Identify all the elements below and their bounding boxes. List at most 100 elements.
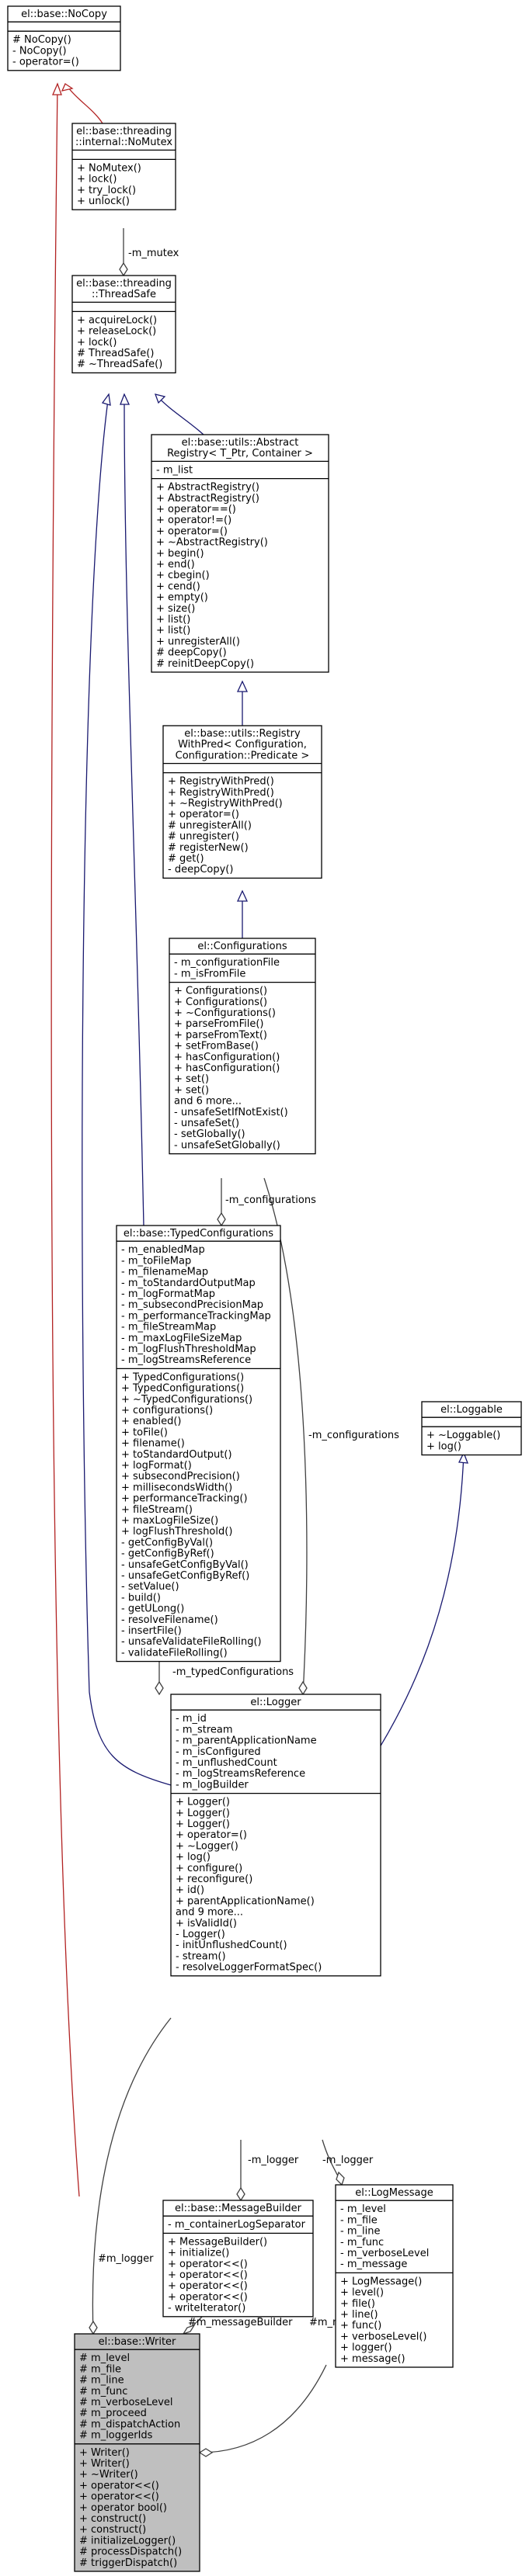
class-method: + empty() xyxy=(156,592,208,604)
class-attribute: # m_file xyxy=(79,2363,121,2375)
class-method: + operator<<() xyxy=(79,2491,159,2503)
class-method: - unsafeGetConfigByRef() xyxy=(121,1570,249,1582)
class-attribute: - m_list xyxy=(156,464,193,476)
class-method: + subsecondPrecision() xyxy=(121,1471,240,1482)
class-attribute: - m_toStandardOutputMap xyxy=(121,1278,256,1289)
class-box-threadsafe[interactable]: el::base::threading::ThreadSafe+ acquire… xyxy=(71,275,176,374)
class-method: # reinitDeepCopy() xyxy=(156,658,254,670)
class-method: + log() xyxy=(426,1441,461,1452)
class-method: + ~Loggable() xyxy=(426,1430,500,1441)
usage-diamond-logger-messagebuilder xyxy=(236,2186,245,2202)
class-attribute: # m_verboseLevel xyxy=(79,2397,173,2408)
class-method: + enabled() xyxy=(121,1416,182,1427)
class-box-loggable[interactable]: el::Loggable+ ~Loggable()+ log() xyxy=(421,1401,522,1456)
class-title: Registry< T_Ptr, Container > xyxy=(167,448,313,459)
class-method: + try_lock() xyxy=(77,185,136,196)
class-method: - getULong() xyxy=(121,1603,184,1615)
class-method: + hasConfiguration() xyxy=(174,1063,280,1074)
class-method: + Configurations() xyxy=(174,997,267,1008)
class-attribute: - m_parentApplicationName xyxy=(176,1735,317,1747)
inheritance-edge-threadsafe-logger xyxy=(82,394,172,1786)
class-method: + operator=() xyxy=(168,809,239,820)
inheritance-edge-threadsafe-typedconfigurations xyxy=(124,394,144,1227)
class-method: + logFormat() xyxy=(121,1460,192,1472)
inheritance-arrowhead-threadsafe-typedconfigurations xyxy=(120,393,131,405)
class-attribute: - m_isConfigured xyxy=(176,1746,261,1758)
class-method: + ~TypedConfigurations() xyxy=(121,1394,252,1406)
inheritance-edge-nocopy-nomutex xyxy=(64,83,103,124)
class-box-nocopy[interactable]: el::base::NoCopy# NoCopy()- NoCopy()- op… xyxy=(7,5,121,71)
edge-label-m-logger-messagebuilder: -m_logger xyxy=(248,2155,299,2166)
edge-label-m-mutex: -m_mutex xyxy=(128,248,179,259)
class-box-messagebuilder[interactable]: el::base::MessageBuilder- m_containerLog… xyxy=(162,2200,314,2318)
class-method: + RegistryWithPred() xyxy=(168,787,274,799)
edge-label-m-configurations-typed: -m_configurations xyxy=(225,1194,316,1206)
class-method: + logger() xyxy=(340,2342,392,2354)
usage-diamond-logmessage-writer xyxy=(198,2448,214,2457)
inheritance-arrowhead-threadsafe-abstractregistry xyxy=(154,394,166,404)
class-title: ::ThreadSafe xyxy=(92,289,156,300)
inheritance-arrowhead-loggable xyxy=(458,1451,468,1464)
class-box-frame xyxy=(71,123,176,210)
class-box-configurations[interactable]: el::Configurations- m_configurationFile-… xyxy=(169,938,316,1155)
class-box-typedconfigurations[interactable]: el::base::TypedConfigurations- m_enabled… xyxy=(116,1225,281,1662)
class-method: - operator=() xyxy=(12,57,79,68)
class-box-frame xyxy=(170,1694,381,1977)
class-method: + Logger() xyxy=(176,1797,230,1808)
class-title: el::base::threading xyxy=(76,126,172,137)
class-attribute: - m_id xyxy=(176,1713,207,1725)
class-method: - setGlobally() xyxy=(174,1129,245,1140)
class-title: el::base::threading xyxy=(76,278,172,289)
class-attribute: - m_containerLogSeparator xyxy=(168,2219,306,2231)
class-method: + initialize() xyxy=(168,2248,229,2259)
class-method: + operator<<() xyxy=(79,2480,159,2491)
class-method: - resolveLoggerFormatSpec() xyxy=(176,1962,322,1974)
class-attribute: - m_func xyxy=(340,2237,384,2248)
class-method: + message() xyxy=(340,2353,405,2365)
class-method: + operator!=() xyxy=(156,515,231,526)
class-method: + ~Writer() xyxy=(79,2469,138,2481)
class-method: + operator bool() xyxy=(79,2502,167,2514)
class-method: - resolveFilename() xyxy=(121,1614,218,1626)
class-method: + reconfigure() xyxy=(176,1874,252,1885)
class-box-abstractregistry[interactable]: el::base::utils::AbstractRegistry< T_Ptr… xyxy=(151,434,329,673)
class-attribute: - m_file xyxy=(340,2214,378,2226)
class-method: - unsafeSetIfNotExist() xyxy=(174,1107,288,1118)
class-method: + id() xyxy=(176,1884,204,1896)
class-box-registrywithpred[interactable]: el::base::utils::RegistryWithPred< Confi… xyxy=(162,725,322,879)
class-method: + lock() xyxy=(77,174,117,185)
class-method: # initializeLogger() xyxy=(79,2535,176,2547)
inheritance-arrowhead-nocopy-writer xyxy=(52,82,62,95)
usage-diamond-typedconfigurations-logger xyxy=(155,1680,164,1696)
class-attribute: - m_level xyxy=(340,2203,386,2215)
class-method: + log() xyxy=(176,1852,211,1864)
class-attribute: - m_message xyxy=(340,2259,407,2270)
class-method: + set() xyxy=(174,1073,209,1085)
class-method: + func() xyxy=(340,2320,381,2332)
class-attribute: - m_toFileMap xyxy=(121,1255,191,1267)
class-method: + construct() xyxy=(79,2524,146,2536)
class-box-nomutex[interactable]: el::base::threading::internal::NoMutex+ … xyxy=(71,123,176,210)
class-method: - insertFile() xyxy=(121,1625,182,1637)
class-box-logmessage[interactable]: el::LogMessage- m_level- m_file- m_line-… xyxy=(335,2184,454,2368)
class-box-writer[interactable]: el::base::Writer# m_level# m_file# m_lin… xyxy=(74,2333,200,2572)
class-attribute: - m_filenameMap xyxy=(121,1267,208,1278)
class-method: + performanceTracking() xyxy=(121,1493,248,1505)
class-method: - stream() xyxy=(176,1950,226,1962)
class-title: el::Loggable xyxy=(440,1404,503,1416)
class-attribute: # m_level xyxy=(79,2352,130,2364)
class-method: + ~AbstractRegistry() xyxy=(156,537,268,549)
class-method: + configure() xyxy=(176,1863,242,1874)
class-attribute: - m_logFormatMap xyxy=(121,1288,215,1300)
usage-diamond-configurations-typedconfigurations xyxy=(217,1212,226,1227)
class-method: # registerNew() xyxy=(168,842,249,854)
class-attribute: - m_unflushedCount xyxy=(176,1757,277,1769)
class-method: + parseFromFile() xyxy=(174,1018,263,1030)
class-attribute: # m_dispatchAction xyxy=(79,2418,180,2430)
class-method: - writeIterator() xyxy=(168,2303,245,2314)
class-method: + AbstractRegistry() xyxy=(156,493,259,504)
class-box-logger[interactable]: el::Logger- m_id- m_stream- m_parentAppl… xyxy=(170,1694,381,1977)
usage-edge-configurations-logger xyxy=(263,1177,308,1695)
class-attribute: - m_line xyxy=(340,2226,380,2238)
